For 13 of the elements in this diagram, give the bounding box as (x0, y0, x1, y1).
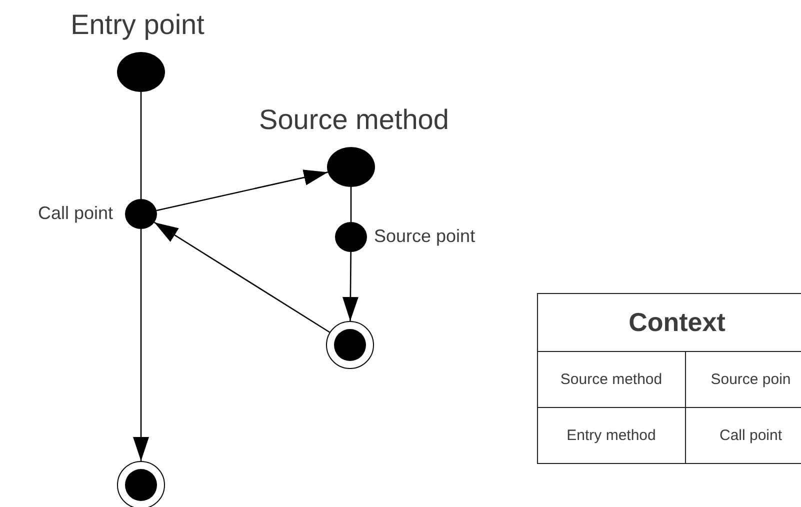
node-label: Source point (374, 226, 476, 248)
arrow (154, 222, 330, 333)
node-label: Source method (258, 103, 450, 137)
table-header: Context (538, 294, 801, 352)
connector-line (350, 187, 352, 222)
arrow (342, 252, 358, 321)
connector-line (140, 92, 142, 199)
table-cell: Source method (538, 352, 686, 408)
table-cell: Entry method (538, 408, 686, 464)
arrow (133, 229, 149, 461)
node-label: Entry point (70, 8, 206, 42)
node-label: Call point (36, 203, 113, 225)
arrow (156, 170, 328, 212)
